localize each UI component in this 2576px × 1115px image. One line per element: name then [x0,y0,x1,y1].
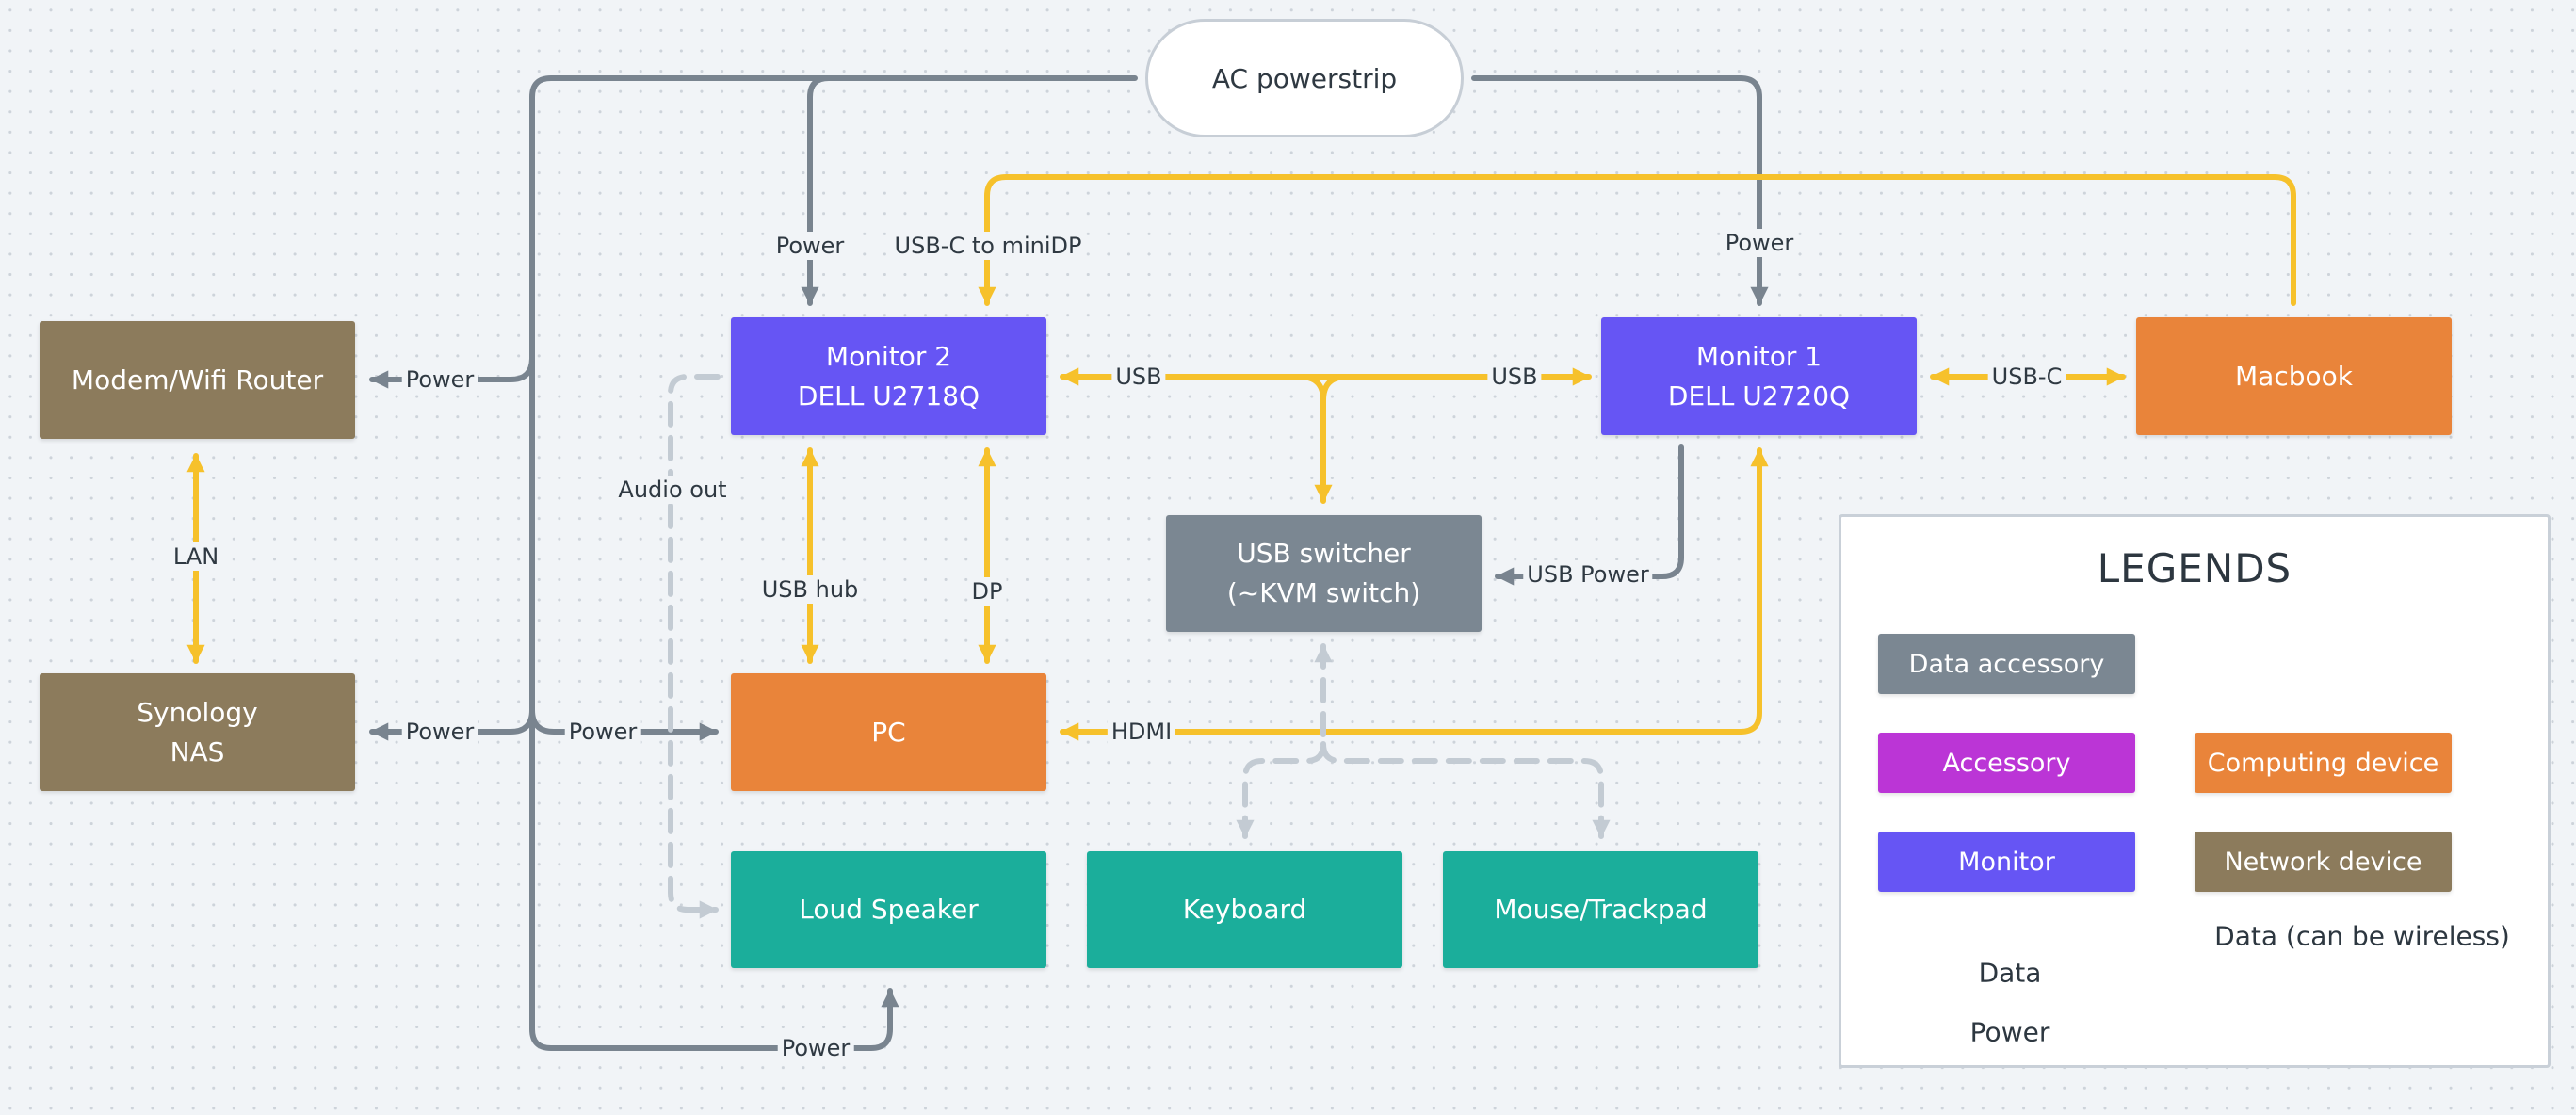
power-line-monitor2 [801,75,832,306]
legend-computing-device-label: Computing device [2207,748,2439,778]
speaker-node[interactable]: Loud Speaker [731,851,1046,968]
edge-label-power-monitor2: Power [771,232,849,260]
monitor2-node[interactable]: Monitor 2 DELL U2718Q [731,317,1046,435]
legend-data-label: Data [1974,957,2046,989]
power-line-monitor1 [1471,75,1769,306]
edge-label-usb-power: USB Power [1523,560,1653,589]
edge-label-usbc-macbook: USB-C [1987,363,2066,391]
legend-network-device: Network device [2195,832,2452,892]
usb-switcher-label-line2: (~KVM switch) [1226,577,1421,608]
power-line-trunk [529,75,1138,1051]
usb-power-line [1495,444,1684,586]
keyboard-label: Keyboard [1182,894,1307,925]
legend-monitor-label: Monitor [1958,847,2055,877]
legend-network-device-label: Network device [2224,847,2422,877]
pc-node[interactable]: PC [731,673,1046,791]
legend-computing-device: Computing device [2195,733,2452,793]
keyboard-node[interactable]: Keyboard [1087,851,1402,968]
edge-label-power-router: Power [401,365,478,394]
edge-label-power-pc: Power [564,718,641,746]
edge-label-usbc-minidp: USB-C to miniDP [890,232,1086,260]
router-node[interactable]: Modem/Wifi Router [40,321,355,439]
legend-power-label: Power [1966,1016,2054,1048]
edge-label-power-speaker: Power [777,1034,854,1062]
ac-powerstrip-label: AC powerstrip [1211,62,1398,94]
legend-title: LEGENDS [2097,545,2292,591]
wireless-line-keyboard [1236,643,1333,839]
monitor2-label-line2: DELL U2718Q [797,380,980,412]
nas-label-line2: NAS [170,735,225,768]
legend-wireless-label: Data (can be wireless) [2214,920,2510,952]
edge-label-audio-out: Audio out [614,476,731,504]
edge-label-power-nas: Power [401,718,478,746]
mouse-label: Mouse/Trackpad [1494,894,1708,925]
ac-powerstrip-node[interactable]: AC powerstrip [1145,19,1464,137]
router-label: Modem/Wifi Router [71,364,324,396]
pc-label: PC [871,716,906,748]
legend-data-accessory: Data accessory [1878,634,2135,694]
macbook-label: Macbook [2235,360,2353,392]
data-line-usb-switcher [1297,374,1333,504]
monitor1-label-line2: DELL U2720Q [1667,380,1851,412]
edge-label-usb-hub: USB hub [757,575,863,604]
data-line-macbook-monitor2 [978,174,2296,306]
edge-label-power-monitor1: Power [1721,229,1798,257]
legend-monitor: Monitor [1878,832,2135,892]
edge-label-dp: DP [967,577,1007,606]
wireless-line-mouse [1320,741,1611,839]
edge-label-usb-right: USB [1487,363,1542,391]
monitor1-label-line1: Monitor 1 [1695,340,1823,372]
usb-switcher-label-line1: USB switcher [1237,538,1411,569]
edge-label-usb-left: USB [1111,363,1166,391]
macbook-node[interactable]: Macbook [2136,317,2452,435]
legend-data-accessory-label: Data accessory [1908,649,2105,679]
usb-switcher-node[interactable]: USB switcher (~KVM switch) [1166,515,1482,632]
power-line-pc [529,707,719,741]
nas-label-line1: Synology [137,696,258,728]
monitor1-node[interactable]: Monitor 1 DELL U2720Q [1601,317,1917,435]
legend-accessory-label: Accessory [1942,748,2071,778]
monitor2-label-line1: Monitor 2 [825,340,952,372]
legend-accessory: Accessory [1878,733,2135,793]
edge-label-lan: LAN [169,542,223,571]
wireless-line-audio [668,374,721,919]
data-line-usb-branch [1320,374,1350,403]
nas-node[interactable]: Synology NAS [40,673,355,791]
edge-label-hdmi: HDMI [1107,718,1176,746]
speaker-label: Loud Speaker [799,894,979,925]
power-line-router [369,355,535,389]
data-line-hdmi [1060,447,1769,741]
mouse-node[interactable]: Mouse/Trackpad [1443,851,1758,968]
